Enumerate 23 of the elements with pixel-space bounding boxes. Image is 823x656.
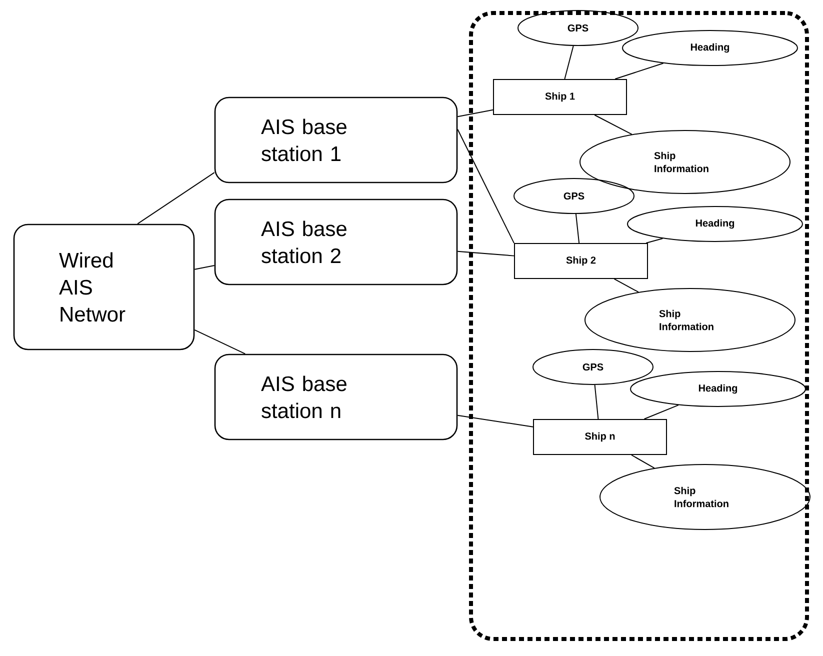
connector-line <box>457 414 534 428</box>
connector-line <box>614 62 664 80</box>
connector-line <box>564 45 574 80</box>
ship-box: Ship 1 <box>493 79 627 115</box>
station-box: AIS base station 2 <box>214 198 458 286</box>
connector-line <box>457 128 514 244</box>
dashed-region <box>469 11 809 641</box>
connector-line <box>457 250 514 256</box>
connector-line <box>194 329 246 354</box>
ship-box: Ship n <box>533 419 667 455</box>
connector-line <box>594 384 599 420</box>
connector-line <box>137 172 215 224</box>
station-box: AIS base station 1 <box>214 96 458 184</box>
connector-line <box>646 238 664 244</box>
connector-line <box>631 454 655 469</box>
connector-line <box>194 265 215 270</box>
connector-line <box>575 214 580 244</box>
ship-box: Ship 2 <box>514 243 648 279</box>
station-box: AIS base station n <box>214 354 458 440</box>
connector-line <box>614 278 639 293</box>
station-box: Wired AIS Networ <box>13 224 195 350</box>
connector-line <box>457 109 494 118</box>
connector-line <box>594 114 632 135</box>
